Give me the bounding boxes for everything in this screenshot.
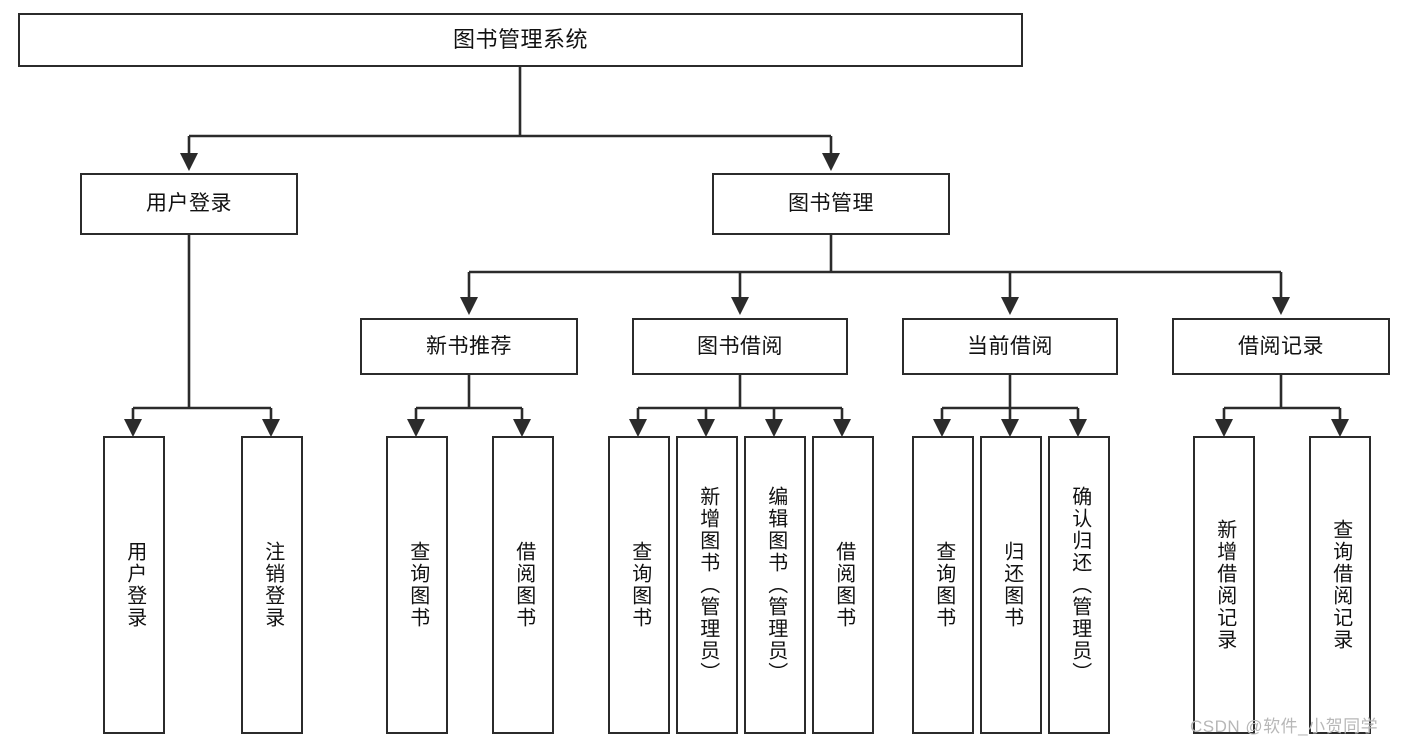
leaf-new-book-borrow[interactable]: 借阅图书 (492, 436, 554, 734)
node-label: 查询图书 (406, 541, 429, 629)
node-book-management[interactable]: 图书管理 (712, 173, 950, 235)
node-label: 当前借阅 (967, 334, 1053, 358)
leaf-current-borrow-query[interactable]: 查询图书 (912, 436, 974, 734)
node-label: 查询图书 (628, 541, 651, 629)
node-borrow-record[interactable]: 借阅记录 (1172, 318, 1390, 375)
node-label: 新书推荐 (426, 334, 512, 358)
node-user-login[interactable]: 用户登录 (80, 173, 298, 235)
node-current-borrow[interactable]: 当前借阅 (902, 318, 1118, 375)
node-label: 用户登录 (123, 541, 146, 629)
node-label: 注销登录 (261, 541, 284, 629)
leaf-borrow-record-add[interactable]: 新增借阅记录 (1193, 436, 1255, 734)
node-label: 新增图书（管理员） (696, 486, 719, 684)
node-book-borrow[interactable]: 图书借阅 (632, 318, 848, 375)
leaf-user-login-login[interactable]: 用户登录 (103, 436, 165, 734)
leaf-borrow-record-query[interactable]: 查询借阅记录 (1309, 436, 1371, 734)
node-label: 用户登录 (146, 192, 232, 216)
node-label: 新增借阅记录 (1213, 519, 1236, 651)
node-label: 归还图书 (1000, 541, 1023, 629)
node-book-management-system[interactable]: 图书管理系统 (18, 13, 1023, 67)
leaf-current-borrow-confirm-return[interactable]: 确认归还（管理员） (1048, 436, 1110, 734)
leaf-book-borrow-query[interactable]: 查询图书 (608, 436, 670, 734)
node-label: 图书管理 (788, 192, 874, 216)
node-label: 图书管理系统 (452, 26, 588, 52)
leaf-current-borrow-return[interactable]: 归还图书 (980, 436, 1042, 734)
leaf-book-borrow-edit[interactable]: 编辑图书（管理员） (744, 436, 806, 734)
node-label: 图书借阅 (697, 334, 783, 358)
node-label: 查询图书 (932, 541, 955, 629)
node-label: 确认归还（管理员） (1068, 486, 1091, 684)
node-label: 借阅记录 (1238, 334, 1324, 358)
leaf-book-borrow-borrow[interactable]: 借阅图书 (812, 436, 874, 734)
node-label: 借阅图书 (512, 541, 535, 629)
leaf-book-borrow-add[interactable]: 新增图书（管理员） (676, 436, 738, 734)
leaf-new-book-query[interactable]: 查询图书 (386, 436, 448, 734)
node-label: 编辑图书（管理员） (764, 486, 787, 684)
leaf-user-login-logout[interactable]: 注销登录 (241, 436, 303, 734)
node-new-book-recommend[interactable]: 新书推荐 (360, 318, 578, 375)
node-label: 借阅图书 (832, 541, 855, 629)
node-label: 查询借阅记录 (1329, 519, 1352, 651)
